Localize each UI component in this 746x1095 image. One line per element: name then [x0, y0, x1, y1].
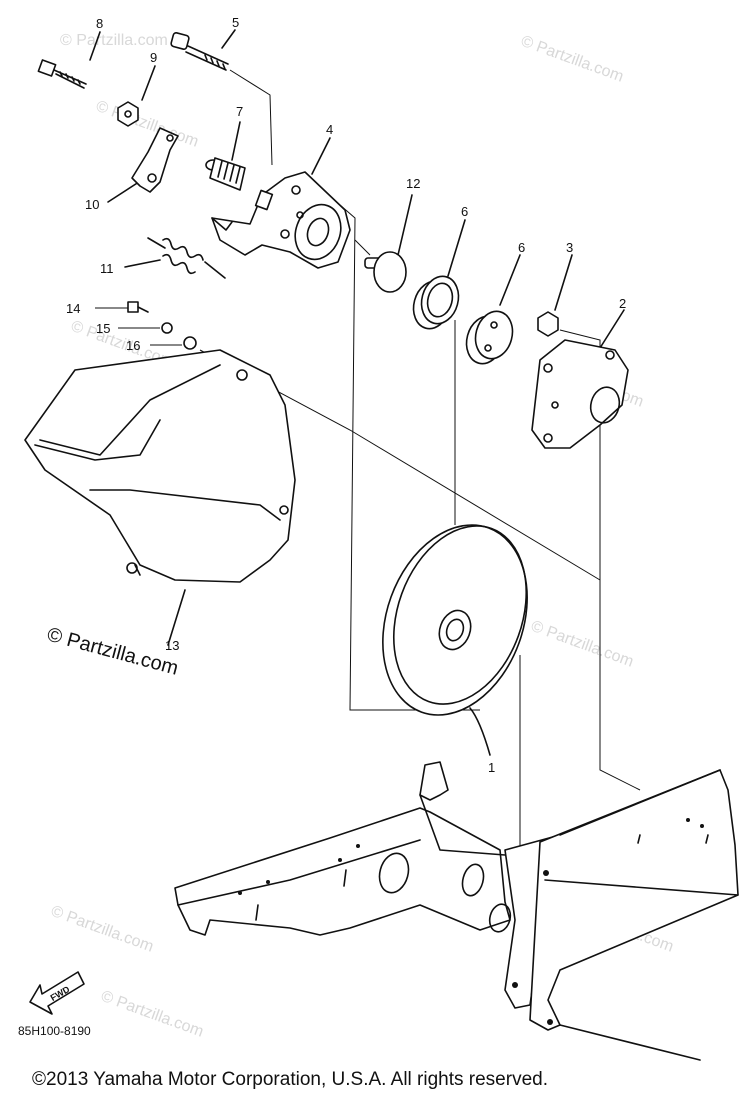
part-6-bushing-a [412, 219, 466, 330]
callout-8: 8 [96, 16, 103, 31]
part-2-cover [531, 309, 629, 449]
part-8-bolt [37, 31, 101, 89]
part-9-nut [117, 65, 156, 127]
callout-13: 13 [165, 638, 179, 653]
callout-4: 4 [326, 122, 333, 137]
part-11-spring [124, 237, 226, 279]
callout-labels: 13 1 2 3 4 5 6 6 7 8 9 10 11 12 14 15 16 [66, 15, 626, 775]
part-4-housing [211, 137, 351, 269]
callout-3: 3 [566, 240, 573, 255]
callout-1: 1 [488, 760, 495, 775]
part-16-nut [150, 336, 197, 350]
callout-11: 11 [100, 261, 114, 276]
callout-10: 10 [85, 197, 99, 212]
part-14-screw [95, 301, 149, 313]
callout-15: 15 [96, 321, 110, 336]
watermark: © Partzilla.com [529, 618, 636, 671]
part-5-bolt [170, 29, 236, 71]
part-7-adjuster [205, 121, 246, 191]
partzilla-watermark: © Partzilla.com [45, 624, 181, 680]
watermark: © Partzilla.com [519, 33, 626, 86]
copyright-text: ©2013 Yamaha Motor Corporation, U.S.A. A… [32, 1069, 548, 1090]
callout-12: 12 [406, 176, 420, 191]
watermark: © Partzilla.com [49, 903, 156, 956]
callout-5: 5 [232, 15, 239, 30]
part-15-washer [118, 322, 173, 334]
part-6-bushing-b [465, 254, 521, 365]
diagram-code: 85H100-8190 [18, 1024, 91, 1038]
callout-16: 16 [126, 338, 140, 353]
frame-assembly [174, 761, 739, 1061]
fwd-arrow-icon: FWD [29, 971, 85, 1015]
callout-6b: 6 [518, 240, 525, 255]
part-12-plug [364, 194, 413, 293]
callout-6a: 6 [461, 204, 468, 219]
callout-14: 14 [66, 301, 80, 316]
callout-2: 2 [619, 296, 626, 311]
callout-9: 9 [150, 50, 157, 65]
watermark: © Partzilla.com [60, 32, 168, 49]
watermark: © Partzilla.com [99, 988, 206, 1041]
watermark: © Partzilla.com [94, 98, 201, 151]
callout-7: 7 [236, 104, 243, 119]
part-1-disc [382, 524, 528, 756]
part-3-nut [537, 254, 573, 337]
part-10-lever [107, 127, 179, 203]
part-13-shield [24, 349, 296, 646]
